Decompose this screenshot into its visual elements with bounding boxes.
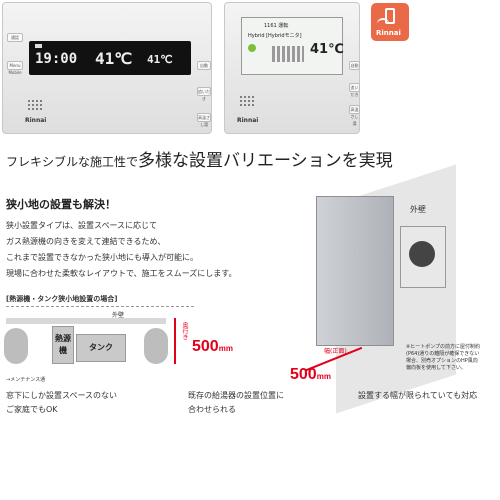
diagram-legend: →メンテナンス通	[6, 377, 46, 383]
caption-middle-1: 既存の給湯器の設置位置に	[188, 391, 284, 400]
diagram-unit-label: 熱源機	[55, 334, 71, 355]
section-line-3: これまで設置できなかった狭小地にも導入が可能に。	[6, 253, 198, 262]
section-line-4: 現場に合わせた柔軟なレイアウトで、施工をスムーズにします。	[6, 269, 237, 278]
caption-left-1: 窓下にしか設置スペースのない	[6, 391, 118, 400]
headline-large: 多様な設置バリエーションを実現	[138, 151, 393, 171]
depth-dimension: 500mm	[192, 338, 233, 356]
headline: フレキシブルな施工性で多様な設置バリエーションを実現	[6, 146, 393, 171]
diagram-tank-label: タンク	[89, 343, 113, 352]
caption-middle-2: 合わせられる	[188, 405, 236, 414]
heatpump-left-icon	[4, 328, 28, 364]
wifi-icon	[377, 18, 389, 30]
hot-add-button[interactable]: 高温さし湯	[197, 113, 211, 127]
width-dimension: 500mm	[290, 366, 331, 384]
water-heater-unit-icon	[316, 196, 394, 346]
display-indicator-icon	[35, 44, 42, 48]
kitchen-remote-screen: 19:00 41℃ 41℃	[29, 41, 191, 75]
reheat-button[interactable]: 追いだき	[197, 87, 211, 101]
bath-remote: 1161 運転 Hybrid [Hybridモニタ] 41℃ 自動 追いだき 高…	[224, 2, 360, 134]
heatpump-right-icon	[144, 328, 168, 364]
width-value: 500	[290, 366, 317, 383]
smartphone-icon	[385, 8, 395, 24]
app-badge: Rinnai	[371, 3, 409, 41]
depth-arrow-icon	[174, 318, 176, 364]
display-temp-small: 41℃	[147, 53, 173, 66]
diagram-wall	[6, 318, 166, 324]
auto-button[interactable]: 自動	[197, 61, 211, 70]
speaker-grille-icon	[27, 99, 43, 111]
caption-right: 設置する幅が限られていても対応	[358, 391, 478, 400]
screen-line-1: 1161 運転	[264, 23, 289, 29]
menu-mobile-button[interactable]: Menu Mobile	[7, 61, 23, 75]
display-time: 19:00	[35, 51, 78, 67]
section-line-2: ガス熱源機の向きを変えて連結できるため、	[6, 237, 166, 246]
depth-value: 500	[192, 338, 219, 355]
badge-label: Rinnai	[376, 29, 401, 37]
bath-auto-button[interactable]: 自動	[349, 61, 360, 70]
diagram-divider	[6, 306, 194, 307]
diagram-title: [熱源機・タンク狭小地設置の場合]	[6, 295, 118, 303]
illustration-note-line-1: ※ヒートポンプの前方に屋付制約	[406, 344, 481, 350]
heatpump-unit-icon	[400, 226, 446, 288]
screen-leaf-icon	[248, 44, 256, 52]
width-unit: mm	[316, 372, 331, 381]
bath-reheat-button[interactable]: 追いだき	[349, 83, 360, 97]
diagram-wall-label: 外壁	[112, 312, 125, 319]
call-button[interactable]: 通話	[7, 33, 23, 42]
illustration-wall-label: 外壁	[410, 205, 426, 214]
caption-left-2: ご家庭でもOK	[6, 405, 58, 414]
bath-remote-screen: 1161 運転 Hybrid [Hybridモニタ] 41℃	[241, 17, 344, 75]
diagram-tank-box: タンク	[76, 334, 126, 362]
diagram-unit-box: 熱源機	[52, 326, 74, 364]
width-label: 幅(正面)	[324, 348, 347, 355]
depth-label: 奥行き	[181, 322, 188, 340]
bath-speaker-grille-icon	[239, 95, 255, 107]
bath-hot-add-button[interactable]: 高温さし湯	[349, 105, 360, 126]
section-line-1: 狭小設置タイプは、設置スペースに応じて	[6, 221, 158, 230]
illustration-note-line-3: 場合、別売オプションのHP風向	[406, 358, 478, 364]
screen-temp: 41℃	[310, 42, 344, 57]
headline-small: フレキシブルな施工性で	[6, 155, 139, 169]
brand-logo: Rinnai	[25, 117, 47, 124]
section-title: 狭小地の設置も解決！	[6, 198, 116, 211]
heatpump-fan-icon	[409, 241, 435, 267]
illustration-note-line-2: (P64)通りの離隔が確保できない	[406, 351, 480, 357]
screen-bar-chart-icon	[272, 46, 304, 62]
kitchen-remote: 通話 Menu Mobile 19:00 41℃ 41℃ Rinnai 自動 追…	[2, 2, 212, 134]
illustration-note-line-4: 偏向板を使用して下さい。	[406, 365, 466, 371]
display-temp: 41℃	[95, 49, 133, 68]
screen-line-2: Hybrid [Hybridモニタ]	[248, 33, 302, 39]
illustration-note: ※ヒートポンプの前方に屋付制約 (P64)通りの離隔が確保できない 場合、別売オ…	[406, 344, 498, 372]
depth-unit: mm	[218, 344, 233, 353]
bath-brand-logo: Rinnai	[237, 117, 259, 124]
